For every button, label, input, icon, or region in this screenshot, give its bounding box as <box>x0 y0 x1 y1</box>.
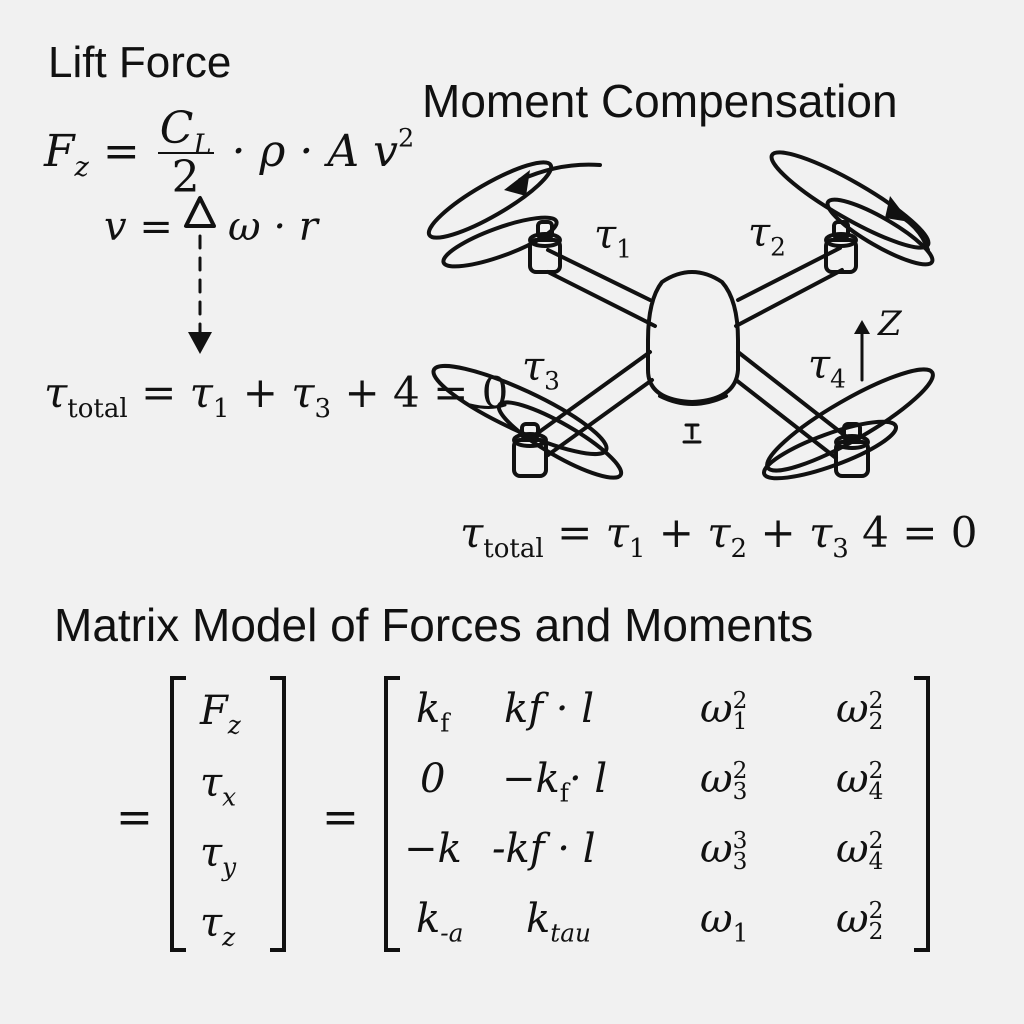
v-exponent: 2 <box>397 123 415 154</box>
left-matrix-bracket-right <box>270 676 286 952</box>
delta-triangle-icon <box>184 196 216 228</box>
arm-front-left <box>546 248 657 328</box>
camera-mark <box>682 423 702 444</box>
propeller-front-left <box>426 160 559 269</box>
arm-front-right <box>734 246 844 328</box>
lift-force-title: Lift Force <box>48 38 232 87</box>
tau-plus: + τ <box>242 368 315 417</box>
fz-symbol: F <box>44 125 75 177</box>
arrowhead-up-icon <box>854 320 870 334</box>
curve-line <box>468 403 507 409</box>
torque-label-3: τ3 <box>522 344 560 396</box>
torque-label-2: τ2 <box>748 210 786 262</box>
total-torque-equation-bottom: τtotal = τ1 + τ2 + τ3 4 = 0 <box>460 508 978 564</box>
tau-total-subscript: total <box>67 393 128 424</box>
matrix-r4-c1: k-a <box>416 896 464 948</box>
arrowhead-cw-icon <box>885 196 910 222</box>
arm-rear-right <box>734 350 850 460</box>
vector-entry-tau-y: τy <box>200 830 237 882</box>
cl-denominator: 2 <box>171 152 200 204</box>
vector-entry-tau-z: τz <box>200 900 236 952</box>
matrix-equals-2: = <box>322 792 359 843</box>
velocity-rhs: ω · r <box>228 204 318 250</box>
torque-label-1: τ1 <box>594 212 632 264</box>
matrix-r4-c3: ω1 <box>700 896 749 948</box>
tau-1-subscript: 1 <box>212 393 230 424</box>
torque-label-4: τ4 <box>808 342 846 394</box>
matrix-equals-1: = <box>116 792 153 843</box>
moment-compensation-title: Moment Compensation <box>422 75 898 127</box>
lift-coefficient-fraction: CL 2 <box>157 103 214 204</box>
lift-rest: · ρ · A v <box>231 125 398 177</box>
tau-rest: + 4 = 0 <box>344 368 509 417</box>
cl-symbol: C <box>159 103 194 154</box>
propeller-rear-right <box>761 367 935 481</box>
matrix-r3-c1: −k <box>404 826 462 872</box>
matrix-r2-c2: −kf· l <box>502 756 608 808</box>
left-matrix-bracket-left <box>170 676 186 952</box>
z-axis-label: Z <box>878 304 902 344</box>
lift-force-equation: Fz = CL 2 · ρ · A v2 <box>44 103 415 204</box>
tau-symbol: τ <box>44 368 68 417</box>
matrix-r3-c2: -kf · l <box>492 826 596 872</box>
rotation-arrow-ccw-icon <box>518 162 602 182</box>
propeller-front-right <box>769 150 935 267</box>
motor-front-left <box>528 220 562 274</box>
vector-entry-fz: Fz <box>200 688 241 740</box>
matrix-r1-c2: kf · l <box>504 686 594 732</box>
total-torque-equation-left: τtotal = τ1 + τ3 + 4 = 0 <box>44 368 509 422</box>
drone-body-bottom <box>658 394 728 406</box>
tau-rhs: = τ <box>141 368 213 417</box>
fz-subscript: z <box>74 152 89 184</box>
drone-body <box>646 270 740 404</box>
cl-subscript: L <box>193 129 212 161</box>
arrowhead-down-icon <box>188 332 212 354</box>
matrix-r1-c1: kf <box>416 686 450 738</box>
tau-3-subscript: 3 <box>314 393 332 424</box>
matrix-model-title: Matrix Model of Forces and Moments <box>54 599 814 651</box>
arrowhead-ccw-icon <box>504 170 530 196</box>
arm-rear-left <box>533 350 654 457</box>
right-matrix-bracket-right <box>914 676 930 952</box>
equals-sign: = <box>102 125 140 177</box>
matrix-r4-c2: ktau <box>526 896 591 948</box>
right-matrix-bracket-left <box>384 676 400 952</box>
matrix-r2-c1: 0 <box>420 756 446 802</box>
velocity-lhs: v = <box>104 204 173 250</box>
vector-entry-tau-x: τx <box>200 760 237 812</box>
